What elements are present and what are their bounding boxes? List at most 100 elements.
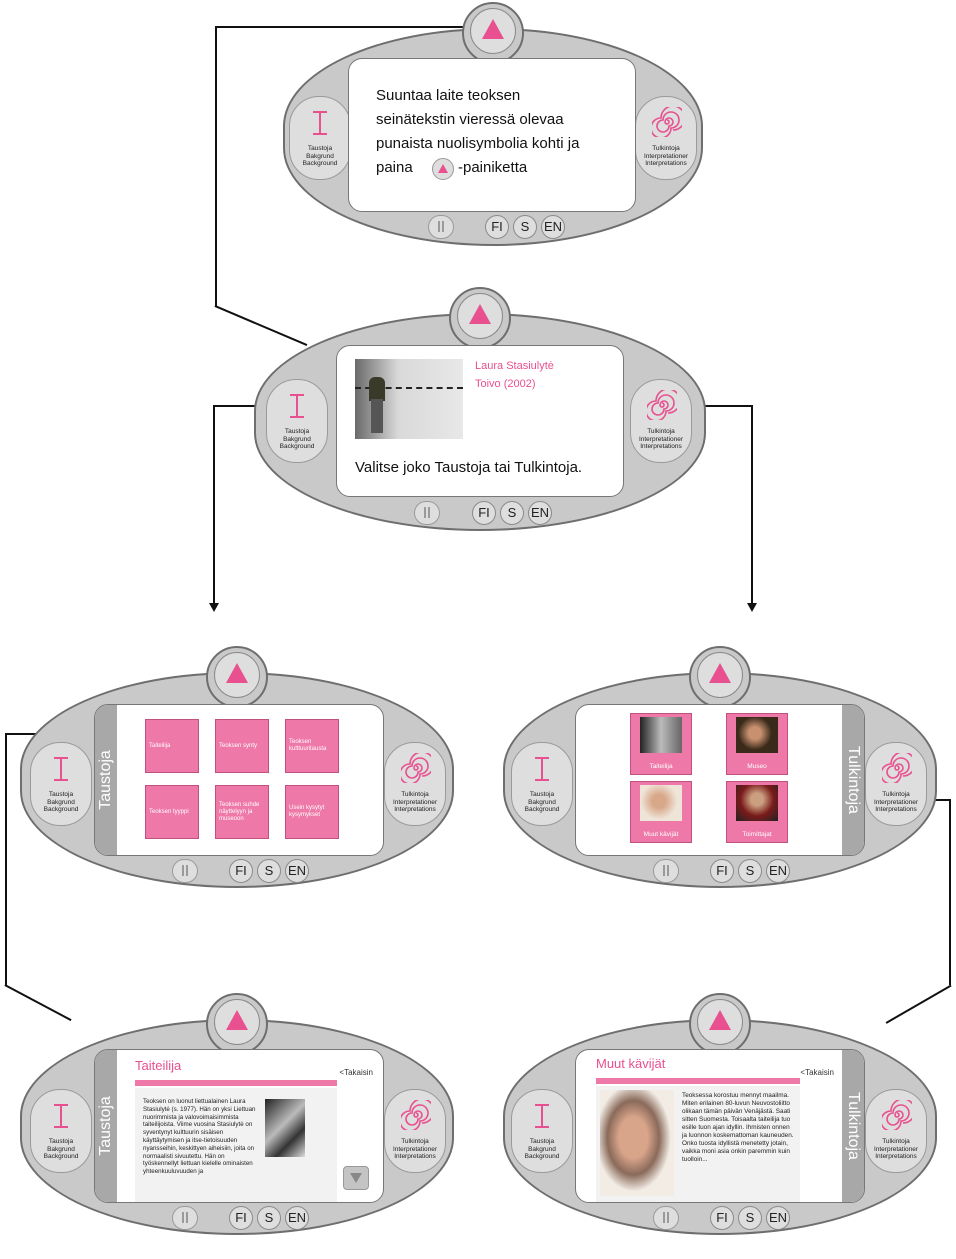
back-link[interactable]: <Takaisin [339,1068,373,1077]
arrow-button[interactable] [697,999,743,1045]
choice-prompt: Valitse joko Taustoja tai Tulkintoja. [355,459,582,476]
section-tab-label: Tulkintoja [844,746,862,814]
arrow-button[interactable] [697,652,743,698]
section-tab-label: Taustoja [97,750,115,810]
side-label: Bakgrund [267,436,327,444]
lang-en-button[interactable]: EN [528,501,552,525]
menu-tile[interactable]: Teoksen kulttuuritausta [285,719,339,773]
lang-en-button[interactable]: EN [285,859,309,883]
screen: Tulkintoja Taiteilija Museo Muut kävijät… [575,704,865,856]
i-beam-icon [290,394,304,418]
spiral-icon [652,107,682,137]
side-label: Interpretations [385,1153,445,1161]
pause-button[interactable] [653,1206,679,1230]
lang-fi-button[interactable]: FI [229,1206,253,1230]
lang-s-button[interactable]: S [738,1206,762,1230]
menu-tile[interactable]: Teoksen tyyppi [145,785,199,839]
menu-tile[interactable]: Teoksen suhde näyttelyyn ja museoon [215,785,269,839]
arrow-button[interactable] [214,999,260,1045]
tile-label: Teoksen suhde näyttelyyn ja museoon [219,802,265,823]
side-label: Taustoja [31,1138,91,1146]
menu-tile[interactable]: Usein kysytyt kysymykset [285,785,339,839]
visitor-photo [600,1090,674,1196]
tile-label: Muut kävijät [631,831,691,838]
arrow-button[interactable] [214,652,260,698]
side-label: Background [31,806,91,814]
pause-button[interactable] [172,1206,198,1230]
menu-tile[interactable]: Muut kävijät [630,781,692,843]
side-label: Taustoja [290,145,350,153]
lang-s-button[interactable]: S [500,501,524,525]
scroll-down-button[interactable] [343,1166,369,1190]
side-label: Interpretations [385,806,445,814]
lang-s-button[interactable]: S [738,859,762,883]
lang-s-button[interactable]: S [257,1206,281,1230]
side-label: Background [290,160,350,168]
i-beam-icon [535,757,549,781]
menu-tile[interactable]: Teoksen synty [215,719,269,773]
lang-fi-button[interactable]: FI [229,859,253,883]
lang-s-button[interactable]: S [257,859,281,883]
page-title: Muut kävijät [596,1056,665,1071]
lang-s-button[interactable]: S [513,215,537,239]
section-tab: Taustoja [95,705,117,855]
side-label: Bakgrund [31,1146,91,1154]
pause-button[interactable] [172,859,198,883]
side-label: Background [512,1153,572,1161]
instruction-line: Suuntaa laite teoksen [376,84,579,108]
side-label: Bakgrund [512,1146,572,1154]
side-label: Taustoja [267,428,327,436]
arrow-button[interactable] [470,8,516,54]
i-beam-icon [535,1104,549,1128]
lang-en-button[interactable]: EN [541,215,565,239]
tile-photo [640,785,682,821]
content-panel: Teoksessa korostuu mennyt maailma. Miten… [596,1086,800,1203]
i-beam-icon [313,111,327,135]
menu-tile[interactable]: Museo [726,713,788,775]
arrow-button-icon [432,158,454,180]
lang-en-button[interactable]: EN [766,859,790,883]
back-link[interactable]: <Takaisin [800,1068,834,1077]
lang-en-button[interactable]: EN [766,1206,790,1230]
tile-label: Taiteilija [149,743,170,750]
lang-fi-button[interactable]: FI [485,215,509,239]
artist-photo [265,1099,305,1157]
arrow-button[interactable] [457,293,503,339]
artwork-photo [355,359,463,439]
pause-button[interactable] [414,501,440,525]
lang-fi-button[interactable]: FI [710,859,734,883]
menu-tile[interactable]: Taiteilija [145,719,199,773]
lang-en-button[interactable]: EN [285,1206,309,1230]
side-label: Interpretationer [636,153,696,161]
tile-photo [640,717,682,753]
side-label: Interpretationer [385,799,445,807]
pause-button[interactable] [428,215,454,239]
menu-tile[interactable]: Toimittajat [726,781,788,843]
content-panel: Teoksen on luonut liettualainen Laura St… [135,1088,337,1203]
triangle-icon [709,1010,731,1030]
tile-label: Usein kysytyt kysymykset [289,805,335,819]
pause-button[interactable] [653,859,679,883]
section-tab: Tulkintoja [842,705,864,855]
i-beam-icon [54,757,68,781]
menu-tile[interactable]: Taiteilija [630,713,692,775]
lang-fi-button[interactable]: FI [472,501,496,525]
tile-label: Taiteilija [631,763,691,770]
lang-fi-button[interactable]: FI [710,1206,734,1230]
section-tab-label: Tulkintoja [844,1092,862,1160]
